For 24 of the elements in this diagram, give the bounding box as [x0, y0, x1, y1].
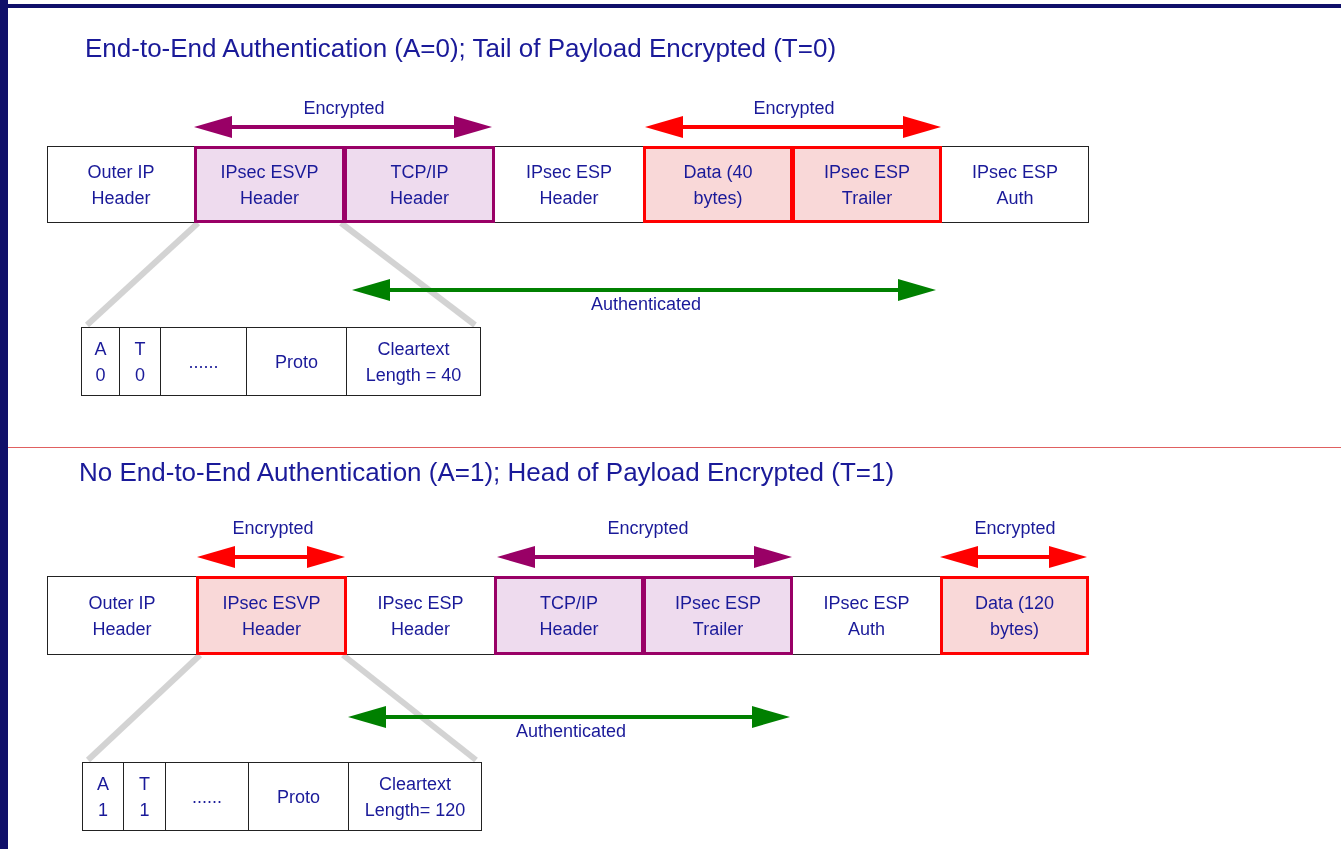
zoom-line	[339, 220, 477, 328]
packet-field: IPsec ESP Header	[346, 576, 495, 655]
packet-field: IPsec ESP Trailer	[643, 576, 793, 655]
packet-field: Outer IP Header	[47, 576, 197, 655]
range-label: Encrypted	[303, 98, 385, 119]
range-label: Encrypted	[974, 518, 1056, 539]
packet-field: TCP/IP Header	[344, 146, 495, 223]
section-heading: End-to-End Authentication (A=0); Tail of Payload Encrypted (T=0)	[85, 33, 837, 64]
section-heading: No End-to-End Authentication (A=1); Head of Payload Encrypted (T=1)	[79, 457, 895, 488]
range-label: Encrypted	[753, 98, 835, 119]
packet-field: IPsec ESVP Header	[196, 576, 347, 655]
packet-field: TCP/IP Header	[494, 576, 644, 655]
range-label: Authenticated	[590, 294, 702, 315]
packet-field: Data (40 bytes)	[643, 146, 793, 223]
packet-field: IPsec ESVP Header	[194, 146, 345, 223]
packet-field: Data (120 bytes)	[940, 576, 1089, 655]
range-label: Authenticated	[515, 721, 627, 742]
range-label: Encrypted	[607, 518, 689, 539]
packet-field: IPsec ESP Auth	[792, 576, 941, 655]
packet-field: IPsec ESP Trailer	[792, 146, 942, 223]
packet-field: IPsec ESP Auth	[941, 146, 1089, 223]
range-label: Encrypted	[232, 518, 314, 539]
packet-field: Outer IP Header	[47, 146, 195, 223]
packet-field: IPsec ESP Header	[494, 146, 644, 223]
